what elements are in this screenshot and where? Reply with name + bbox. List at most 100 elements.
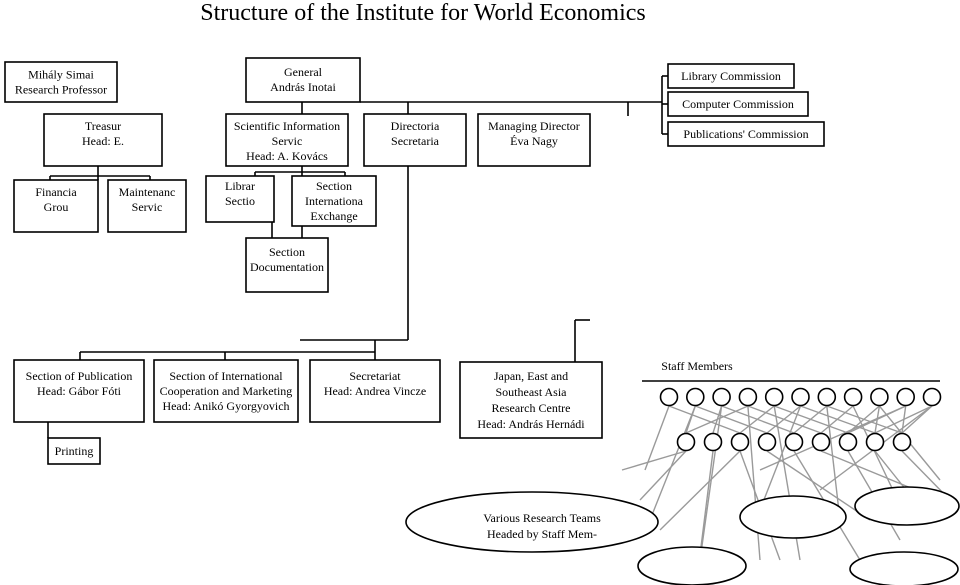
staff-member-node (870, 387, 889, 407)
unit-box-outline (245, 237, 329, 293)
unit-box-outline (667, 91, 809, 117)
staff-link-line (685, 405, 749, 434)
unit-label-line: Computer Commission (682, 97, 794, 111)
unit-computer-commission: Computer Commission (667, 91, 809, 117)
unit-label-line: Directoria (391, 119, 440, 133)
unit-box-outline (667, 63, 795, 89)
staff-members-group: Staff Members (642, 359, 942, 452)
unit-label-line: Secretaria (391, 134, 440, 148)
staff-member-node (712, 387, 731, 407)
staff-member-node (843, 387, 863, 407)
staff-link-line (639, 450, 687, 501)
unit-label-line: Section (269, 245, 305, 259)
unit-label-line: Scientific Information (234, 119, 340, 133)
unit-box-outline (225, 113, 349, 167)
staff-network-lines (621, 405, 951, 561)
staff-member-node (791, 387, 810, 407)
unit-box-outline (245, 57, 361, 103)
unit-label-line: Servic (272, 134, 303, 148)
unit-box-outline (291, 175, 377, 227)
staff-member-node (784, 432, 804, 452)
unit-label-line: Sectio (225, 194, 255, 208)
staff-member-node (685, 387, 705, 407)
staff-link-line (699, 450, 714, 556)
unit-label-line: Publications' Commission (683, 127, 808, 141)
unit-label-line: Japan, East and (494, 369, 568, 383)
research-teams-ellipse (405, 491, 659, 553)
unit-label-line: Documentation (250, 260, 324, 274)
unit-box-outline (205, 175, 275, 223)
unit-label-line: Internationa (305, 194, 364, 208)
staff-link-line (699, 405, 723, 561)
staff-link-line (759, 405, 802, 511)
unit-label-line: Research Professor (15, 83, 107, 97)
staff-link-line (668, 405, 741, 434)
unit-label-line: Head: E. (82, 134, 124, 148)
staff-link-line (826, 405, 841, 521)
unit-publications-commission: Publications' Commission (667, 121, 825, 147)
research-teams-label-line: Various Research Teams (483, 511, 601, 525)
unit-label-line: Maintenanc (119, 185, 176, 199)
staff-link-line (766, 450, 871, 521)
staff-member-node (811, 432, 831, 452)
unit-label-line: Grou (44, 200, 69, 214)
unit-box-outline (459, 361, 603, 439)
staff-link-line (747, 405, 761, 561)
unit-label-line: Librar (225, 179, 255, 193)
unit-label-line: Research Centre (492, 401, 571, 415)
unit-library-commission: Library Commission (667, 63, 795, 89)
staff-member-node (838, 432, 858, 452)
unit-label-line: Servic (132, 200, 163, 214)
unit-label-line: Head: Gábor Fóti (37, 384, 122, 398)
unit-label-line: Section of Publication (26, 369, 133, 383)
unit-label-line: Cooperation and Marketing (160, 384, 293, 398)
staff-link-line (644, 405, 670, 471)
staff-member-node (730, 432, 750, 452)
unit-box-outline (13, 359, 145, 423)
unit-label-line: Exchange (310, 209, 357, 223)
staff-link-line (793, 405, 828, 434)
unit-label-line: Treasur (85, 119, 121, 133)
unit-box-outline (107, 179, 187, 233)
unit-label-line: Head: Anikó Gyorgyovich (162, 399, 289, 413)
unit-box-outline (13, 179, 99, 233)
staff-member-node (703, 432, 723, 452)
unit-label-line: Éva Nagy (510, 134, 558, 148)
staff-link-line (766, 405, 801, 434)
staff-member-node (757, 432, 777, 452)
staff-link-line (874, 405, 933, 434)
staff-members-label: Staff Members (661, 359, 733, 373)
unit-box-outline (4, 61, 118, 103)
unit-label-line: Secretariat (349, 369, 401, 383)
connector-lines (47, 75, 668, 438)
unit-label-line: Managing Director (488, 119, 580, 133)
unit-printing: Printing (47, 437, 101, 465)
unit-label-line: Section of International (169, 369, 283, 383)
chart-title: Structure of the Institute for World Eco… (200, 0, 646, 26)
unit-label-line: Head: A. Kovács (246, 149, 328, 163)
unit-box-outline (47, 437, 101, 465)
unit-label-line: Mihály Simai (28, 68, 94, 82)
staff-member-node (764, 387, 784, 407)
research-team-ellipse (849, 551, 959, 585)
research-team-ellipse (854, 486, 960, 526)
unit-box-outline (667, 121, 825, 147)
unit-label-line: General (284, 65, 323, 79)
unit-label-line: Southeast Asia (496, 385, 568, 399)
staff-member-node (922, 387, 942, 407)
unit-box-outline (43, 113, 163, 167)
unit-label-line: Section (316, 179, 352, 193)
research-team-ellipse (637, 546, 747, 585)
staff-member-node (676, 432, 696, 452)
